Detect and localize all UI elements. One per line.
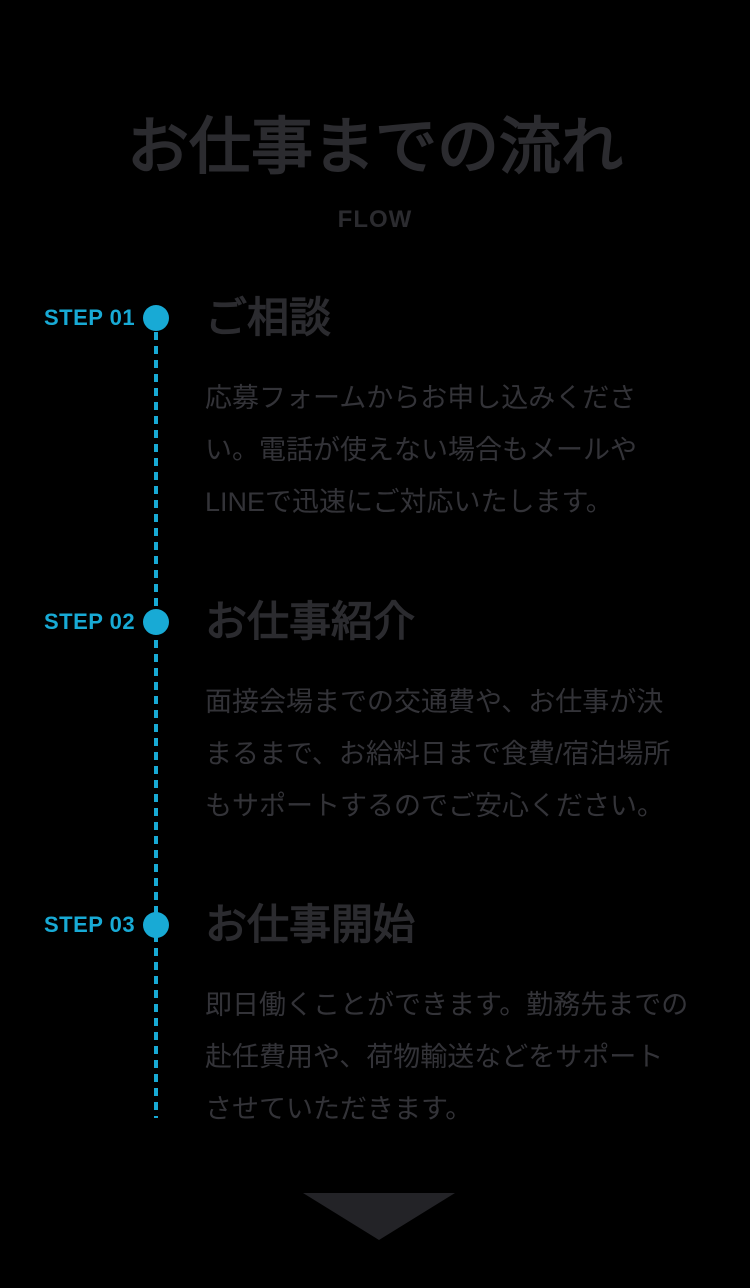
step-3-heading: お仕事開始 <box>205 901 416 948</box>
step-1-heading: ご相談 <box>205 294 332 341</box>
page-subtitle: FLOW <box>337 206 413 233</box>
step-2-description-line: 面接会場までの交通費や、お仕事が決 <box>205 687 664 717</box>
step-3-label: STEP 03 <box>44 912 136 937</box>
step-1-label: STEP 01 <box>44 305 136 330</box>
step-3-description-line: 赴任費用や、荷物輸送などをサポート <box>205 1042 664 1072</box>
step-1-description: 応募フォームからお申し込みくださ い。電話が使えない場合もメールや LINEで迅… <box>205 372 637 528</box>
step-1-description-line: LINEで迅速にご対応いたします。 <box>205 487 613 517</box>
step-1-dot-icon <box>143 305 169 331</box>
step-3-description-line: させていただきます。 <box>205 1094 473 1124</box>
step-2-dot-icon <box>143 609 169 635</box>
timeline-dotted-line-icon <box>154 318 158 1118</box>
step-2-heading: お仕事紹介 <box>205 598 416 645</box>
page-title: お仕事までの流れ <box>126 113 623 182</box>
step-2-description-line: まるまで、お給料日まで食費/宿泊場所 <box>205 739 671 769</box>
step-1-description-line: い。電話が使えない場合もメールや <box>205 435 637 465</box>
step-2-description-line: もサポートするのでご安心ください。 <box>205 791 664 821</box>
step-1-description-line: 応募フォームからお申し込みくださ <box>205 383 637 413</box>
step-3-description-line: 即日働くことができます。勤務先までの <box>205 990 689 1020</box>
step-2-label: STEP 02 <box>44 609 136 634</box>
scroll-down-triangle-icon <box>303 1193 455 1240</box>
step-3-description: 即日働くことができます。勤務先までの 赴任費用や、荷物輸送などをサポート させて… <box>205 979 688 1135</box>
step-2-description: 面接会場までの交通費や、お仕事が決 まるまで、お給料日まで食費/宿泊場所 もサポ… <box>205 676 670 832</box>
step-3-dot-icon <box>143 912 169 938</box>
